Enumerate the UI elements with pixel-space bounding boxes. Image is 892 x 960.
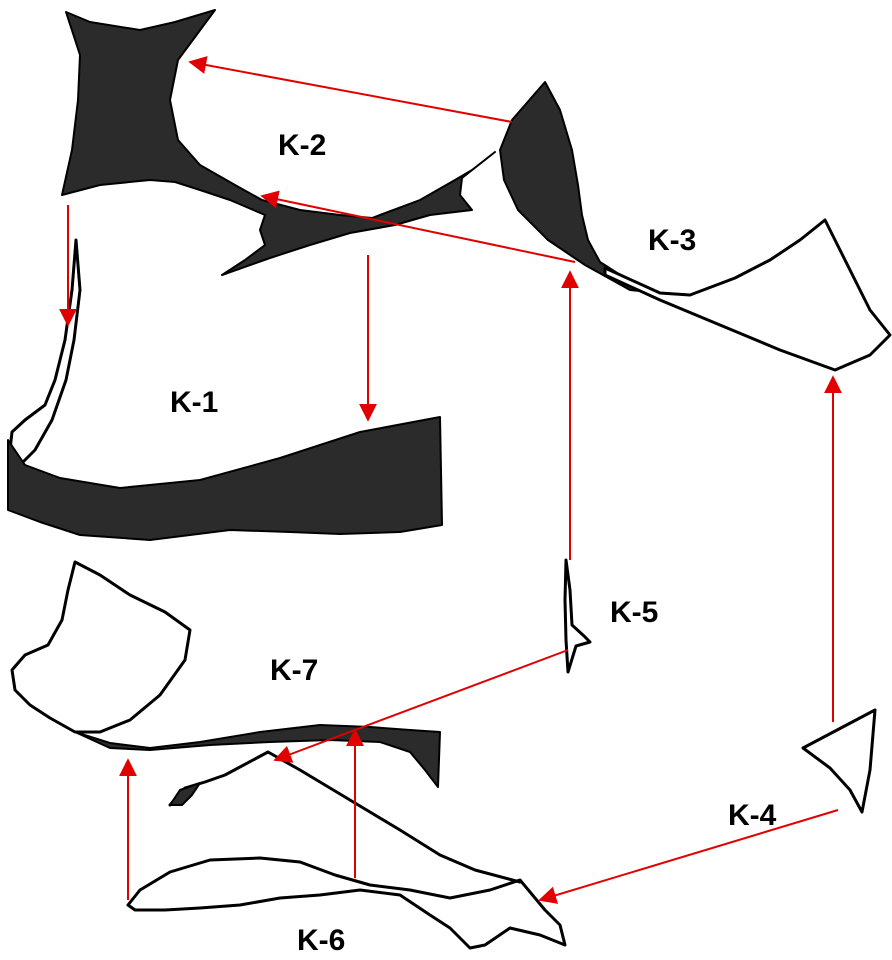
label-k3: K-3	[648, 224, 696, 257]
piece-k2-shape	[61, 9, 496, 276]
piece-k5	[563, 558, 592, 674]
piece-k7-light-shape	[10, 560, 192, 734]
label-k2: K-2	[278, 129, 326, 162]
piece-k6-dark-tip	[169, 782, 201, 806]
labels: K-2 K-3 K-1 K-5 K-7 K-4 K-6	[170, 129, 777, 957]
arrow-k3-to-k2-top	[188, 56, 513, 123]
piece-k5-shape	[563, 558, 592, 674]
label-k4: K-4	[728, 799, 777, 832]
label-k7: K-7	[270, 654, 318, 687]
piece-k3-dark-shape	[499, 81, 661, 294]
piece-k1-light-shape	[8, 238, 82, 467]
arrow-k3-to-k2-mid	[260, 190, 576, 263]
piece-k7	[10, 560, 441, 788]
piece-k2	[61, 9, 496, 276]
arrows	[59, 56, 842, 904]
piece-k1-dark-shape	[7, 416, 443, 541]
arrow-k5-to-k6	[273, 649, 569, 763]
label-k1: K-1	[170, 386, 218, 419]
label-k5: K-5	[610, 596, 658, 629]
arrow-k4-to-k6	[538, 809, 839, 904]
piece-k3-light-shape	[603, 218, 892, 372]
piece-k6-shape	[126, 856, 567, 950]
piece-k1	[7, 238, 443, 541]
piece-k4-shape	[801, 708, 877, 814]
label-k6: K-6	[297, 924, 345, 957]
piece-k6	[126, 750, 567, 950]
piece-k4	[801, 708, 877, 814]
piece-k3	[499, 81, 892, 372]
